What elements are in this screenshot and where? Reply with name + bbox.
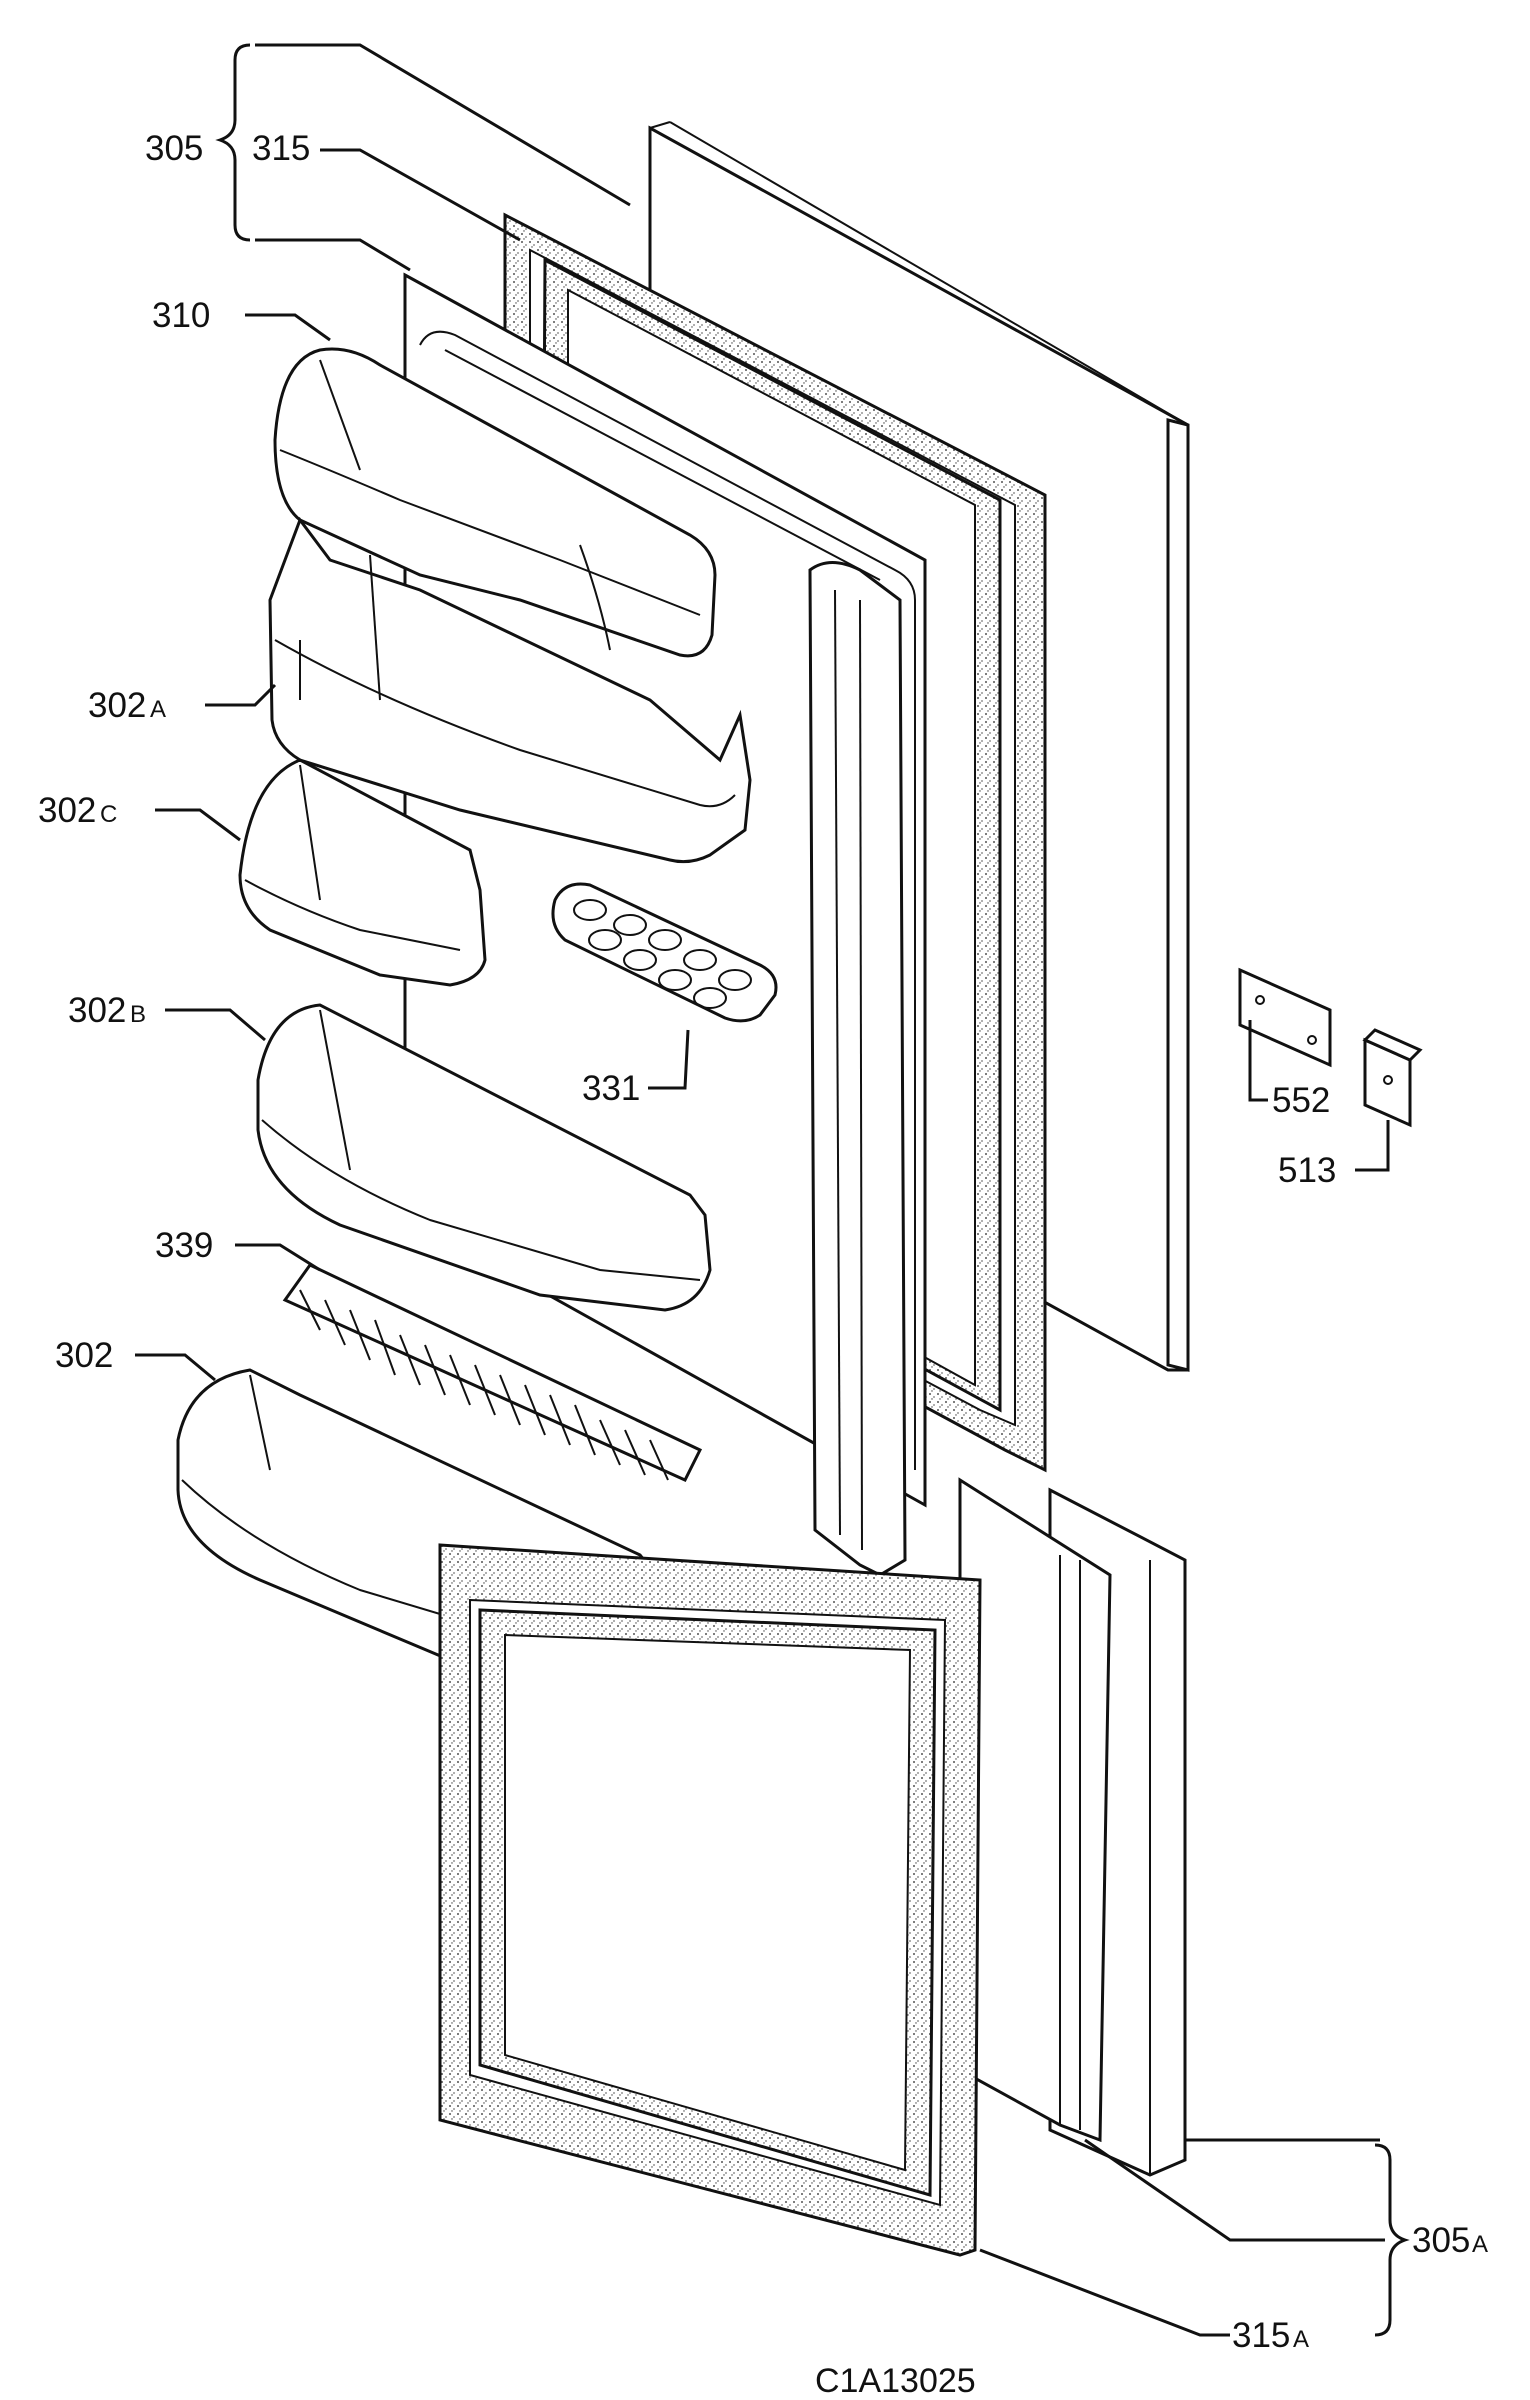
- lower-door-outer-panel: [958, 1477, 1187, 2177]
- door-shelf-302a: [268, 516, 752, 864]
- bottle-rack-339: [282, 1263, 703, 1482]
- label-305: 305: [145, 129, 203, 168]
- door-shelf-302b: [256, 1003, 712, 1312]
- egg-tray-331: [551, 882, 778, 1023]
- label-310: 310: [152, 296, 210, 335]
- label-339: 339: [155, 1226, 213, 1265]
- door-shelf-302c: [238, 758, 487, 987]
- label-552: 552: [1272, 1081, 1330, 1120]
- leader-lines: [135, 43, 1410, 2337]
- label-305a-suffix: A: [1472, 2231, 1488, 2258]
- hinge-bracket-552: [1238, 967, 1332, 1068]
- label-331: 331: [582, 1069, 640, 1108]
- label-513: 513: [1278, 1151, 1336, 1190]
- label-302a: 302: [88, 686, 146, 725]
- label-305a: 305: [1412, 2221, 1470, 2260]
- label-302a-suffix: A: [150, 696, 166, 723]
- label-302: 302: [55, 1336, 113, 1375]
- label-315a-suffix: A: [1293, 2326, 1309, 2353]
- label-302b: 302: [68, 991, 126, 1030]
- label-315a: 315: [1232, 2316, 1290, 2355]
- hinge-bracket-513: [1362, 1028, 1423, 1128]
- label-302c: 302: [38, 791, 96, 830]
- label-302c-suffix: C: [100, 801, 117, 828]
- label-302b-suffix: B: [130, 1001, 146, 1028]
- label-315: 315: [252, 129, 310, 168]
- lower-door-gasket: [438, 1543, 982, 2257]
- drawing-code: C1A13025: [815, 2362, 976, 2400]
- callout-labels: 305 315 310 302 A 302 C 302 B 331 339 30…: [38, 129, 1488, 2400]
- dairy-compartment-lid: [273, 347, 717, 658]
